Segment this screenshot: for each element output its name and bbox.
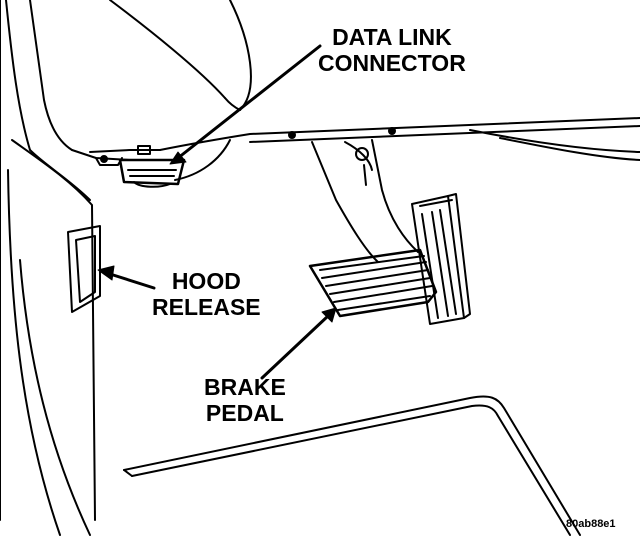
- label-hood-line2: RELEASE: [152, 294, 261, 320]
- dash-lower-edge: [71, 117, 640, 181]
- arrow-hood-release-head: [97, 265, 115, 281]
- steering-column: [109, 0, 252, 111]
- label-hood-line1: HOOD: [171, 268, 241, 294]
- arrow-hood-release: [108, 272, 156, 290]
- label-brake-line2: PEDAL: [205, 400, 284, 426]
- brake-pedal: [308, 139, 438, 318]
- figure-id: 80ab88e1: [566, 518, 616, 530]
- leader-arrows: [97, 44, 337, 380]
- label-brake-line1: BRAKE: [204, 374, 286, 400]
- door-panel: [0, 0, 96, 536]
- arrow-brake-pedal: [260, 314, 330, 380]
- label-hood-release: HOOD RELEASE: [152, 268, 261, 320]
- label-data-link-line1: DATA LINK: [332, 24, 452, 50]
- accelerator-pedal: [411, 193, 471, 325]
- hood-release: [67, 225, 101, 313]
- floor-mat: [123, 395, 581, 536]
- label-brake-pedal: BRAKE PEDAL: [204, 374, 286, 426]
- data-link-connector: [118, 145, 186, 188]
- arrow-data-link: [176, 44, 322, 160]
- arrow-data-link-head: [169, 151, 187, 165]
- arrow-brake-pedal-head: [321, 307, 337, 323]
- label-data-link-connector: DATA LINK CONNECTOR: [318, 24, 466, 76]
- label-data-link-line2: CONNECTOR: [318, 50, 466, 76]
